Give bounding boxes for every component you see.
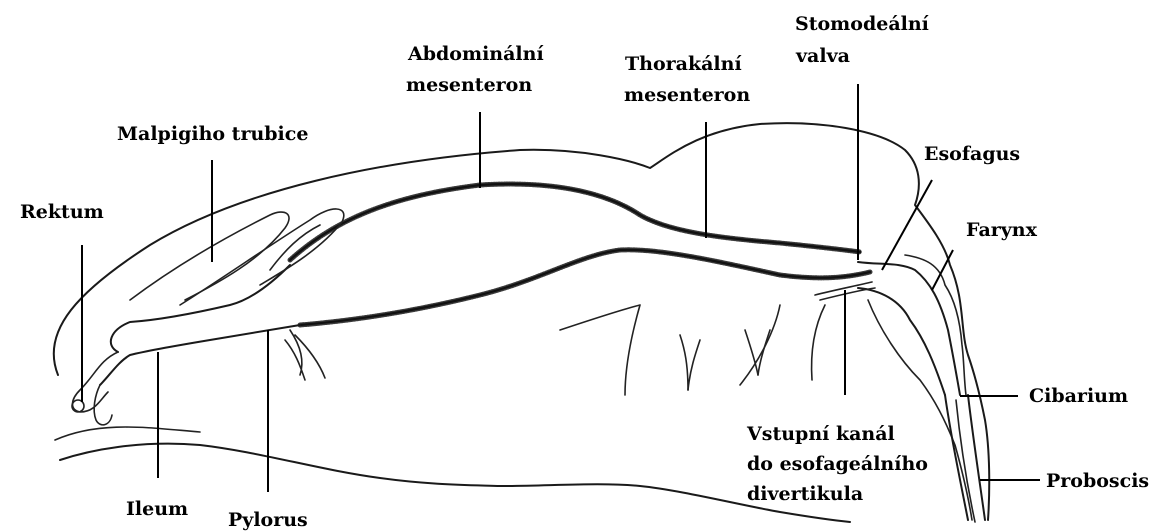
label-ileum: Ileum bbox=[126, 498, 188, 520]
label-vstupni-line3: divertikula bbox=[747, 483, 863, 505]
malpighian-tubule-2 bbox=[180, 209, 344, 305]
labels: Rektum Malpigiho trubice Abdominální mes… bbox=[20, 13, 1149, 531]
label-stomodeal-line2: valva bbox=[795, 45, 850, 67]
leader-esofagus bbox=[882, 180, 932, 270]
leader-farynx bbox=[932, 250, 953, 290]
label-rektum: Rektum bbox=[20, 201, 104, 223]
label-farynx: Farynx bbox=[966, 219, 1038, 241]
stroke-5 bbox=[758, 330, 770, 375]
label-vstupni-line1: Vstupní kanál bbox=[746, 423, 895, 445]
stroke-2 bbox=[680, 335, 688, 390]
body-wall-strokes bbox=[560, 282, 875, 395]
label-vstupni-line2: do esofageálního bbox=[747, 453, 928, 475]
midgut-upper-line bbox=[290, 184, 860, 260]
stroke-3 bbox=[688, 340, 700, 390]
hindgut-upper bbox=[111, 265, 290, 352]
stroke-1 bbox=[560, 305, 640, 395]
label-pylorus: Pylorus bbox=[228, 509, 308, 531]
pylorus-branches bbox=[285, 330, 325, 380]
hindgut-lower bbox=[100, 325, 300, 385]
label-proboscis: Proboscis bbox=[1046, 470, 1149, 492]
abdomen-inner-line bbox=[55, 427, 200, 440]
label-abdominal-line1: Abdominální bbox=[407, 43, 544, 65]
proboscis-shape bbox=[945, 395, 985, 522]
proboscis-outer-left bbox=[945, 395, 968, 520]
foregut bbox=[858, 255, 966, 395]
midgut bbox=[290, 184, 870, 325]
label-esofagus: Esofagus bbox=[924, 143, 1020, 165]
label-abdominal-line2: mesenteron bbox=[406, 74, 532, 96]
label-cibarium: Cibarium bbox=[1029, 385, 1128, 407]
stroke-6 bbox=[740, 305, 780, 385]
label-stomodeal-line1: Stomodeální bbox=[795, 13, 930, 35]
label-thoracic-line2: mesenteron bbox=[624, 84, 750, 106]
midgut-upper-wall bbox=[290, 184, 860, 260]
label-malpighi: Malpigiho trubice bbox=[117, 123, 308, 145]
label-thoracic-line1: Thorakální bbox=[625, 53, 742, 75]
hindgut bbox=[72, 209, 344, 425]
esophagus-lower bbox=[858, 288, 945, 395]
diverticulum-branch bbox=[812, 305, 825, 380]
